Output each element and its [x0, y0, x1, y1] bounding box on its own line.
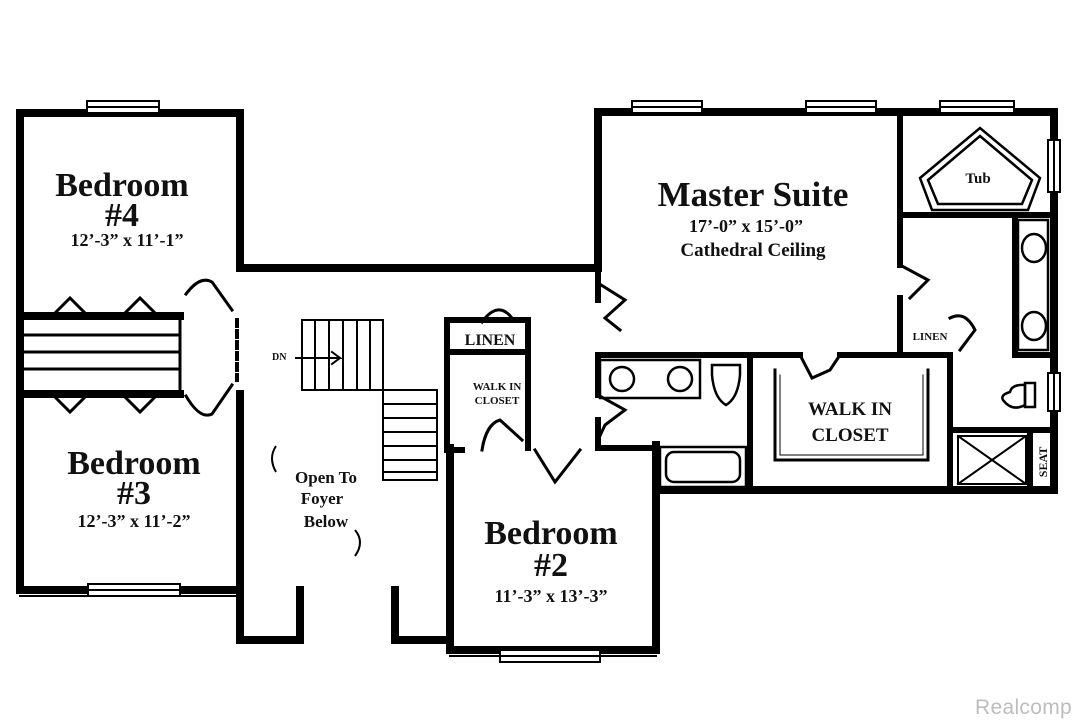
- watermark: Realcomp: [975, 696, 1072, 719]
- stairs-down-label: DN: [272, 352, 287, 363]
- walkin-master-label-1: WALK IN: [808, 399, 892, 420]
- walkin-small-label-2: CLOSET: [475, 395, 520, 407]
- staircase: [295, 319, 438, 481]
- linen-hall-label: LINEN: [465, 332, 516, 349]
- bedroom4-title: Bedroom: [55, 167, 188, 204]
- master-dims: 17’-0” x 15’-0”: [689, 216, 803, 236]
- tub-label: Tub: [965, 171, 990, 187]
- bedroom3-number: #3: [117, 475, 151, 512]
- linen-bath-label: LINEN: [913, 331, 948, 343]
- master-title: Master Suite: [658, 175, 849, 214]
- seat-label: SEAT: [1036, 447, 1050, 477]
- bedroom2-number: #2: [534, 547, 568, 584]
- walkin-master-label-2: CLOSET: [811, 425, 888, 446]
- bedroom2-dims: 11’-3” x 13’-3”: [495, 586, 608, 606]
- open-to-label-3: Below: [304, 512, 349, 531]
- open-to-label-2: Foyer: [301, 489, 344, 508]
- open-to-label-1: Open To: [295, 468, 357, 487]
- closet-shelves: [20, 314, 182, 396]
- bedroom3-title: Bedroom: [67, 445, 200, 482]
- bedroom3-dims: 12’-3” x 11’-2”: [78, 511, 191, 531]
- bedroom4-dims: 12’-3” x 11’-1”: [71, 230, 184, 250]
- bath-fixtures: [598, 126, 1050, 489]
- master-ceiling: Cathedral Ceiling: [680, 240, 826, 261]
- open-to-brackets: [271, 445, 361, 557]
- bedroom4-number: #4: [105, 197, 139, 234]
- walkin-small-label-1: WALK IN: [473, 381, 522, 393]
- doors: [49, 262, 977, 485]
- windows: [86, 100, 1061, 663]
- bedroom2-title: Bedroom: [484, 515, 617, 552]
- interior-walls: [444, 109, 1057, 493]
